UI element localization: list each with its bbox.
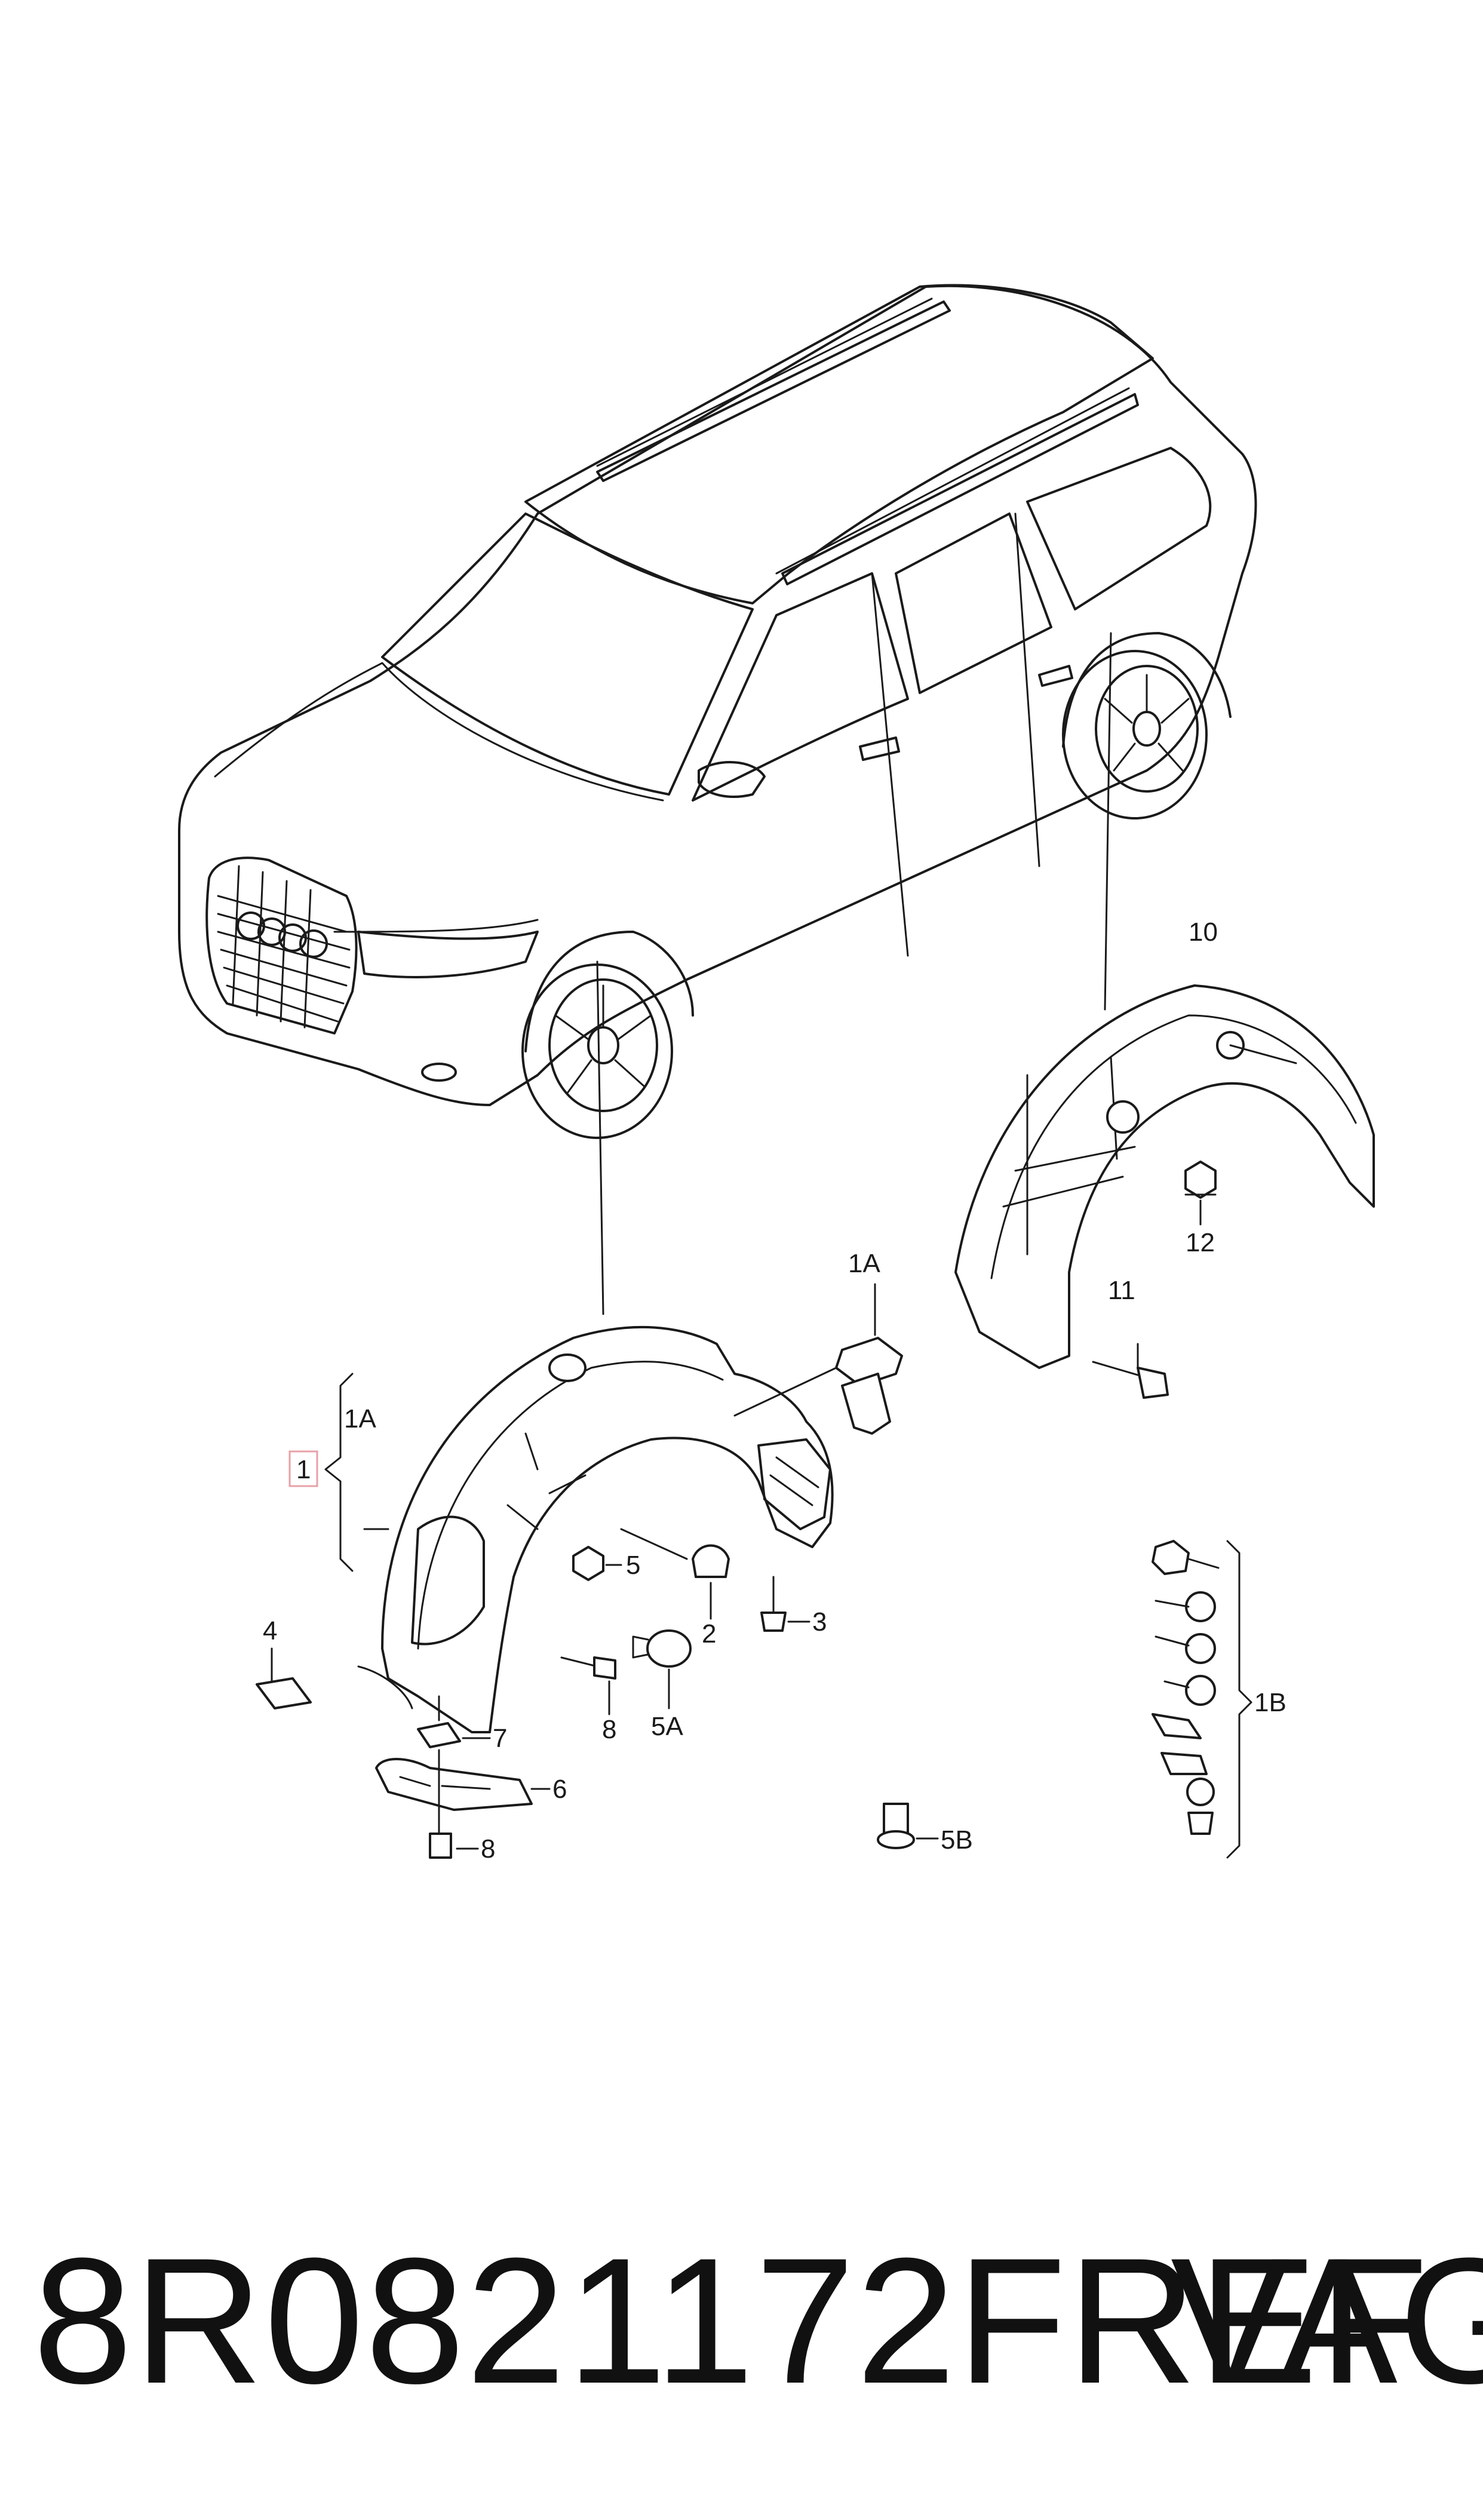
grille xyxy=(205,857,358,1035)
callout-10: 10 xyxy=(1189,917,1218,947)
screw-8-lower xyxy=(429,1749,479,1859)
front-wheel xyxy=(521,931,694,1139)
callout-6: 6 xyxy=(552,1775,567,1804)
rear-wheel xyxy=(1062,632,1232,819)
clip-4 xyxy=(256,1647,312,1709)
nut-5 xyxy=(572,1546,622,1581)
group-bracket-1 xyxy=(324,1373,354,1572)
callout-8-lower: 8 xyxy=(481,1834,495,1864)
screw-3 xyxy=(760,1576,810,1632)
clip-7 xyxy=(417,1695,491,1748)
callout-5b: 5B xyxy=(941,1825,973,1855)
callout-8-upper: 8 xyxy=(602,1715,616,1744)
fastener-set-1b xyxy=(1152,1540,1252,1859)
callout-12: 12 xyxy=(1186,1228,1215,1257)
plug-2 xyxy=(620,1528,730,1620)
callout-1: 1 xyxy=(296,1455,311,1484)
manufacturer-name: VAG xyxy=(1171,2220,1483,2421)
callout-5a: 5A xyxy=(651,1712,683,1741)
callout-7: 7 xyxy=(493,1724,507,1753)
bolt-5b xyxy=(877,1803,939,1849)
bracket-6 xyxy=(375,1758,551,1811)
screw-11 xyxy=(1092,1343,1169,1399)
plug-5a xyxy=(632,1629,692,1709)
callout-1a-clip: 1A xyxy=(848,1249,880,1278)
callout-5: 5 xyxy=(626,1551,640,1580)
screw-8-upper xyxy=(560,1656,616,1715)
callout-4: 4 xyxy=(263,1616,277,1646)
clip-1a xyxy=(733,1283,903,1435)
nut-12 xyxy=(1184,1161,1217,1226)
callout-1b: 1B xyxy=(1254,1688,1287,1717)
part-number: 8R0821172FREF xyxy=(33,2220,1430,2421)
callout-2: 2 xyxy=(702,1619,716,1649)
vehicle-illustration xyxy=(178,284,1257,1315)
front-wheel-liner xyxy=(357,1325,834,1733)
callout-1a-bracket: 1A xyxy=(344,1404,376,1434)
rear-wheel-liner xyxy=(954,984,1375,1369)
footer: 8R0821172FREF VAG xyxy=(0,2222,1483,2419)
highlight-box-1 xyxy=(288,1450,318,1487)
callout-11: 11 xyxy=(1108,1276,1135,1305)
callout-3: 3 xyxy=(812,1607,827,1637)
